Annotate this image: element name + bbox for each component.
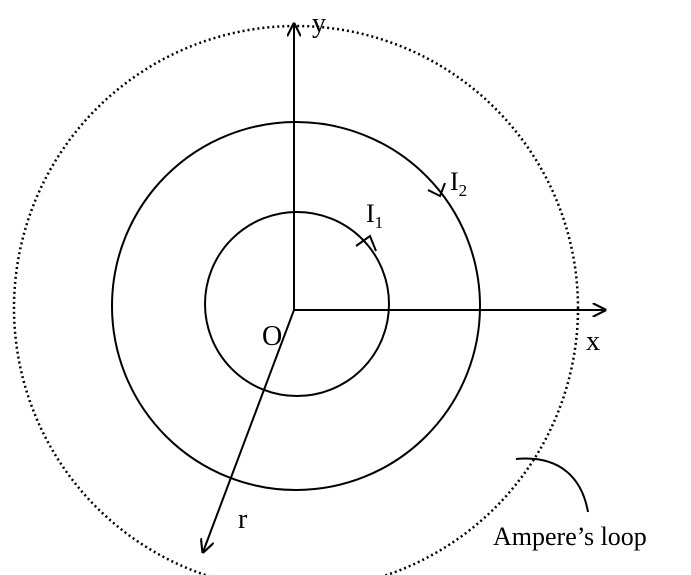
inner-current-label: I1 — [366, 199, 383, 232]
inner-current-arrow — [355, 234, 377, 252]
amperes-loop-label: Ampere’s loop — [493, 522, 647, 551]
radius-arrow — [203, 309, 295, 552]
outer-current-loop — [111, 121, 481, 491]
radius-label: r — [238, 504, 248, 535]
origin-label: O — [262, 321, 282, 352]
y-axis-label: y — [312, 8, 326, 39]
inner-current-loop — [204, 211, 390, 397]
outer-current-arrow — [427, 182, 446, 198]
outer-current-label: I2 — [450, 167, 467, 200]
loop-leader-line — [515, 457, 589, 513]
amperes-loop-circle — [12, 24, 580, 575]
x-axis-label: x — [586, 326, 600, 357]
